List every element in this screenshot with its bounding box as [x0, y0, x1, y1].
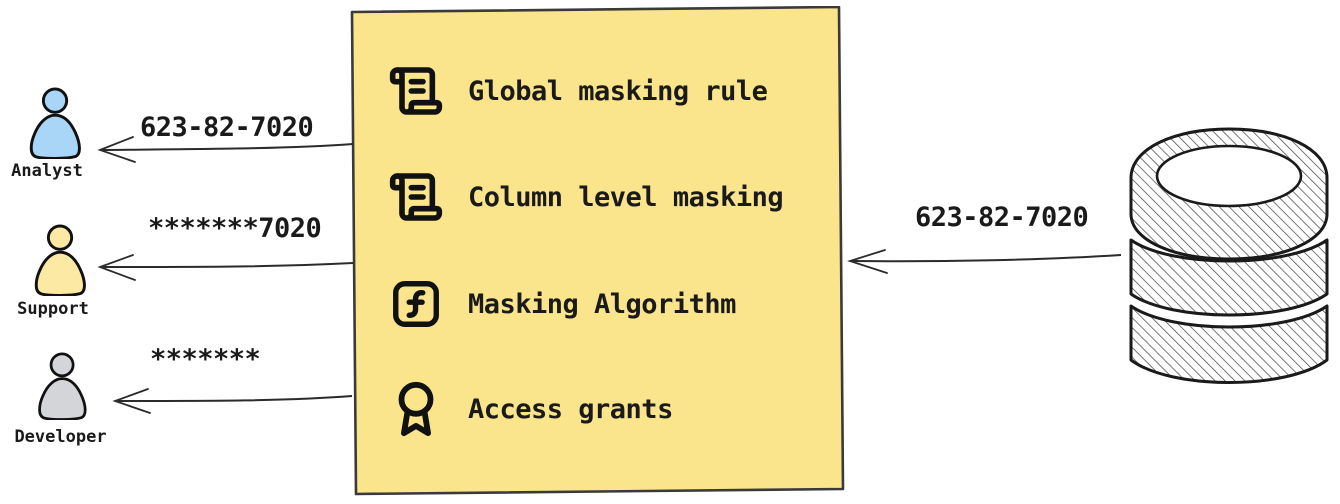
arrow-box-to-analyst [97, 136, 354, 163]
box-row-column-level-masking: Column level masking [386, 166, 832, 228]
arrow-box-to-developer [112, 388, 353, 414]
box-row-global-masking-rule: Global masking rule [386, 60, 832, 122]
box-row-masking-algorithm: Masking Algorithm [386, 273, 832, 335]
box-item-label: Access grants [468, 393, 673, 425]
analyst-received-value: 623-82-7020 [140, 112, 314, 143]
box-item-label: Global masking rule [468, 75, 768, 107]
developer-received-value: ******* [150, 344, 261, 375]
developer-role-label: Developer [14, 427, 107, 447]
masking-box: Global masking rule Column level masking… [350, 6, 846, 498]
masking-box-background [350, 6, 845, 496]
database-top-opening [1155, 144, 1303, 208]
box-item-label: Masking Algorithm [468, 288, 736, 320]
arrow-box-to-support [97, 254, 354, 281]
analyst-role-label: Analyst [11, 161, 83, 181]
box-item-label: Column level masking [468, 181, 784, 213]
analyst-person-icon [29, 87, 81, 159]
scroll-text-icon [386, 60, 446, 122]
box-row-access-grants: Access grants [386, 378, 832, 440]
award-icon [386, 378, 446, 440]
support-received-value: *******7020 [148, 213, 322, 244]
masking-box-frame [350, 6, 845, 496]
support-person-icon [34, 224, 86, 296]
database-icon [1129, 127, 1329, 384]
database-bottom-band [1129, 304, 1329, 384]
database-middle-band [1129, 238, 1329, 317]
developer-person-icon [38, 352, 87, 420]
scroll-text-icon [386, 166, 446, 228]
support-role-label: Support [17, 299, 89, 319]
db-flow-value: 623-82-7020 [915, 202, 1089, 233]
arrow-database-to-box [847, 249, 1122, 274]
function-square-icon [386, 273, 446, 335]
